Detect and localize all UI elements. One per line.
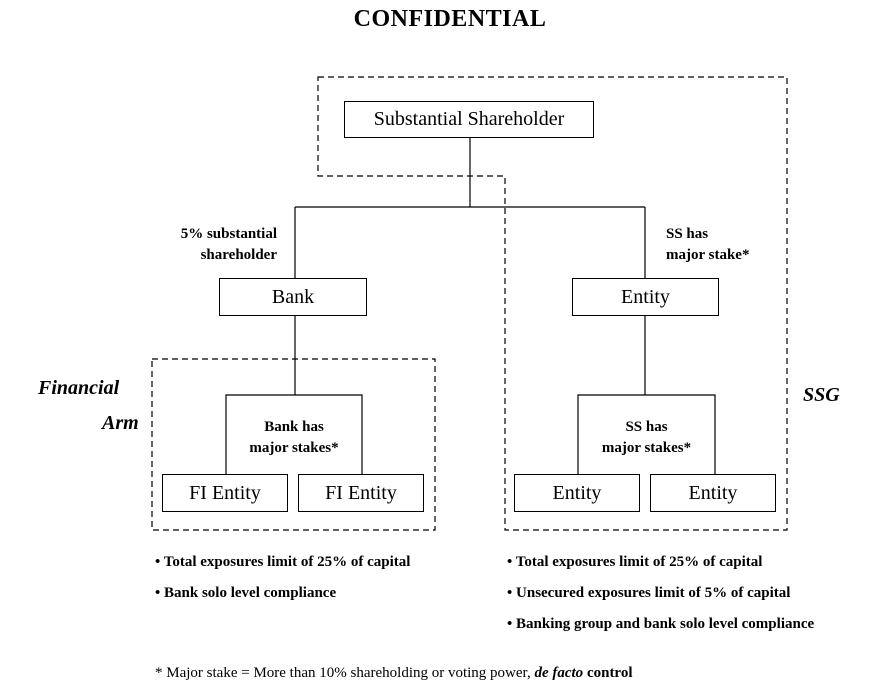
- entity-label-top: Entity: [621, 285, 670, 308]
- substantial-stake-line1: 5% substantial: [180, 226, 277, 242]
- substantial-stake-label: 5% substantial shareholder: [172, 224, 277, 266]
- fi-entity-label-2: FI Entity: [325, 481, 397, 504]
- bank-box: Bank: [219, 278, 367, 316]
- substantial-shareholder-box: Substantial Shareholder: [344, 101, 594, 138]
- substantial-shareholder-label: Substantial Shareholder: [373, 108, 565, 130]
- footnote-emphasis: de facto: [534, 665, 584, 681]
- fi-entity-box-1: FI Entity: [162, 474, 288, 512]
- ssg-label: SSG: [803, 384, 840, 406]
- entity-label-left: Entity: [552, 481, 602, 504]
- ss-major-stakes-line2: major stakes*: [601, 440, 692, 456]
- fi-entity-box-2: FI Entity: [298, 474, 424, 512]
- list-item: Unsecured exposures limit of 5% of capit…: [507, 578, 814, 609]
- list-item: Banking group and bank solo level compli…: [507, 609, 814, 640]
- financial-label: Financial: [38, 377, 120, 399]
- entity-box-top: Entity: [572, 278, 719, 316]
- entity-label-right: Entity: [688, 481, 738, 504]
- financial-arm-label: Financial Arm: [38, 371, 139, 441]
- substantial-stake-line2: shareholder: [200, 247, 277, 263]
- ssg-dashed-outline: [317, 76, 788, 531]
- footnote-prefix: * Major stake = More than 10% shareholdi…: [155, 665, 531, 681]
- ss-major-stake-line2: major stake*: [666, 247, 750, 263]
- bank-major-stakes-line1: Bank has: [264, 419, 324, 435]
- arm-label: Arm: [102, 412, 139, 434]
- list-item: Total exposures limit of 25% of capital: [507, 547, 814, 578]
- list-item: Bank solo level compliance: [155, 578, 410, 609]
- fi-entity-label-1: FI Entity: [189, 481, 261, 504]
- footnote: * Major stake = More than 10% shareholdi…: [155, 665, 633, 682]
- financial-arm-bullets: Total exposures limit of 25% of capital …: [155, 547, 411, 609]
- ss-major-stake-line1: SS has: [666, 226, 709, 242]
- ss-major-stake-label: SS has major stake*: [666, 224, 749, 266]
- financial-arm-dashed-outline: [151, 358, 436, 531]
- ss-major-stakes-label: SS has major stakes*: [578, 417, 715, 459]
- bank-label: Bank: [271, 285, 315, 308]
- bank-major-stakes-label: Bank has major stakes*: [226, 417, 362, 459]
- page-title: CONFIDENTIAL: [353, 6, 547, 32]
- entity-box-right: Entity: [650, 474, 776, 512]
- footnote-suffix: control: [586, 665, 633, 681]
- ss-major-stakes-line1: SS has: [625, 419, 668, 435]
- ssg-bullets: Total exposures limit of 25% of capital …: [507, 547, 814, 640]
- entity-box-left: Entity: [514, 474, 640, 512]
- list-item: Total exposures limit of 25% of capital: [155, 547, 411, 578]
- bank-major-stakes-line2: major stakes*: [249, 440, 339, 456]
